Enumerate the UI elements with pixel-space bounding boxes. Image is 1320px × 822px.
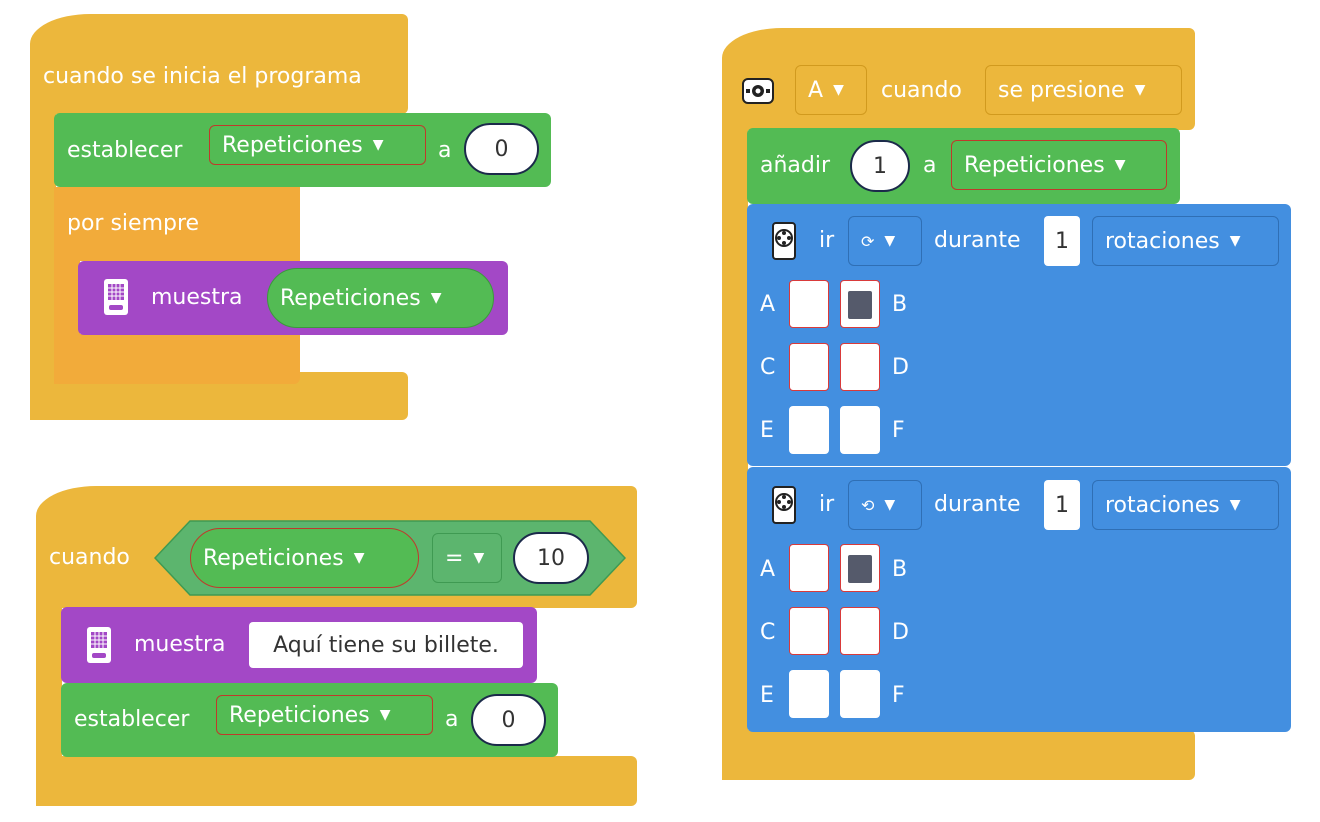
show-text-label: muestra <box>134 632 226 657</box>
port-d-label: D <box>892 355 909 380</box>
port-d-toggle[interactable] <box>840 343 880 391</box>
port-c-label: C <box>760 620 776 645</box>
port-e-label: E <box>760 418 774 443</box>
port-b-label: B <box>892 292 908 317</box>
hat-body <box>30 100 56 420</box>
port-b-toggle[interactable] <box>840 544 880 592</box>
when-label: cuando <box>49 545 130 570</box>
motor1-direction-dropdown[interactable]: ⟳ ▼ <box>848 216 922 266</box>
port-b-label: B <box>892 557 908 582</box>
chevron-down-icon: ▼ <box>833 82 844 98</box>
event-dropdown[interactable]: se presione ▼ <box>985 65 1182 115</box>
port-c-toggle[interactable] <box>789 607 829 655</box>
port-a-label: A <box>760 557 776 582</box>
cond-operator-dropdown[interactable]: = ▼ <box>432 533 502 583</box>
cond-variable-text: Repeticiones <box>203 545 344 571</box>
port-f-label: F <box>892 418 905 443</box>
event-text: se presione <box>998 77 1125 103</box>
port-f-toggle[interactable] <box>840 670 880 718</box>
show-text-input[interactable]: Aquí tiene su billete. <box>249 622 523 668</box>
chevron-down-icon: ▼ <box>884 497 896 513</box>
button-hat-bottom <box>722 730 1195 780</box>
motor2-unit-text: rotaciones <box>1105 492 1220 518</box>
reset-variable-dropdown[interactable]: Repeticiones ▼ <box>216 695 433 735</box>
motor2-amount-input[interactable]: 1 <box>1044 480 1080 530</box>
port-e-toggle[interactable] <box>789 670 829 718</box>
when-program-starts-block[interactable] <box>30 14 408 114</box>
motor2-direction-dropdown[interactable]: ⟲ ▼ <box>848 480 922 530</box>
rotate-clockwise-icon: ⟳ <box>861 231 875 251</box>
port-f-label: F <box>892 683 905 708</box>
port-d-toggle[interactable] <box>840 607 880 655</box>
port-a-toggle[interactable] <box>789 544 829 592</box>
cond-operator-text: = <box>445 545 464 571</box>
reset-value-input[interactable]: 0 <box>471 694 546 746</box>
reset-variable-text: Repeticiones <box>229 702 370 728</box>
chevron-down-icon: ▼ <box>430 290 442 306</box>
motor1-unit-dropdown[interactable]: rotaciones ▼ <box>1092 216 1279 266</box>
port-e-toggle[interactable] <box>789 406 829 454</box>
motor1-unit-text: rotaciones <box>1105 228 1220 254</box>
chevron-down-icon: ▼ <box>353 550 365 566</box>
show-variable-reporter[interactable]: Repeticiones ▼ <box>267 268 494 328</box>
when-pressed-label: cuando <box>881 78 962 103</box>
motor-icon <box>772 486 796 524</box>
set-variable-text: Repeticiones <box>222 132 363 158</box>
display-hub-icon <box>104 279 128 315</box>
button-hat-body <box>722 120 748 780</box>
reset-to-label: a <box>445 707 459 732</box>
port-c-label: C <box>760 355 776 380</box>
add-value-input[interactable]: 1 <box>850 140 910 192</box>
motor1-go-label: ir <box>819 228 835 253</box>
cond-value-input[interactable]: 10 <box>513 532 589 584</box>
add-to-label: a <box>923 153 937 178</box>
forever-label: por siempre <box>67 211 200 236</box>
when-bottom-arm <box>36 756 637 806</box>
set-label: establecer <box>67 138 183 163</box>
port-f-toggle[interactable] <box>840 406 880 454</box>
show-variable-text: Repeticiones <box>280 285 421 311</box>
cond-variable-reporter[interactable]: Repeticiones ▼ <box>190 528 419 588</box>
chevron-down-icon: ▼ <box>1134 82 1146 98</box>
set-variable-dropdown[interactable]: Repeticiones ▼ <box>209 125 426 165</box>
chevron-down-icon: ▼ <box>372 137 384 153</box>
add-variable-dropdown[interactable]: Repeticiones ▼ <box>951 140 1167 190</box>
set-value-input[interactable]: 0 <box>464 123 539 175</box>
port-d-label: D <box>892 620 909 645</box>
display-hub-icon <box>87 627 111 663</box>
chevron-down-icon: ▼ <box>473 550 485 566</box>
reset-set-label: establecer <box>74 707 190 732</box>
when-program-starts-label: cuando se inicia el programa <box>43 64 362 89</box>
port-c-toggle[interactable] <box>789 343 829 391</box>
forever-block[interactable] <box>54 187 300 261</box>
set-to-label: a <box>438 138 452 163</box>
rotate-counterclockwise-icon: ⟲ <box>861 495 875 515</box>
port-b-toggle[interactable] <box>840 280 880 328</box>
port-a-toggle[interactable] <box>789 280 829 328</box>
motor1-for-label: durante <box>934 228 1021 253</box>
motor2-for-label: durante <box>934 492 1021 517</box>
motor2-go-label: ir <box>819 492 835 517</box>
chevron-down-icon: ▼ <box>1114 157 1126 173</box>
hub-button-icon <box>742 78 774 104</box>
button-select-text: A <box>808 77 824 103</box>
port-a-label: A <box>760 292 776 317</box>
port-e-label: E <box>760 683 774 708</box>
motor-icon <box>772 222 796 260</box>
motor1-amount-input[interactable]: 1 <box>1044 216 1080 266</box>
chevron-down-icon: ▼ <box>884 233 896 249</box>
chevron-down-icon: ▼ <box>379 707 391 723</box>
show-label: muestra <box>151 285 243 310</box>
add-label: añadir <box>760 153 831 178</box>
add-variable-text: Repeticiones <box>964 152 1105 178</box>
button-select-dropdown[interactable]: A ▼ <box>795 65 867 115</box>
motor2-unit-dropdown[interactable]: rotaciones ▼ <box>1092 480 1279 530</box>
chevron-down-icon: ▼ <box>1229 497 1241 513</box>
chevron-down-icon: ▼ <box>1229 233 1241 249</box>
forever-bottom <box>54 334 300 384</box>
